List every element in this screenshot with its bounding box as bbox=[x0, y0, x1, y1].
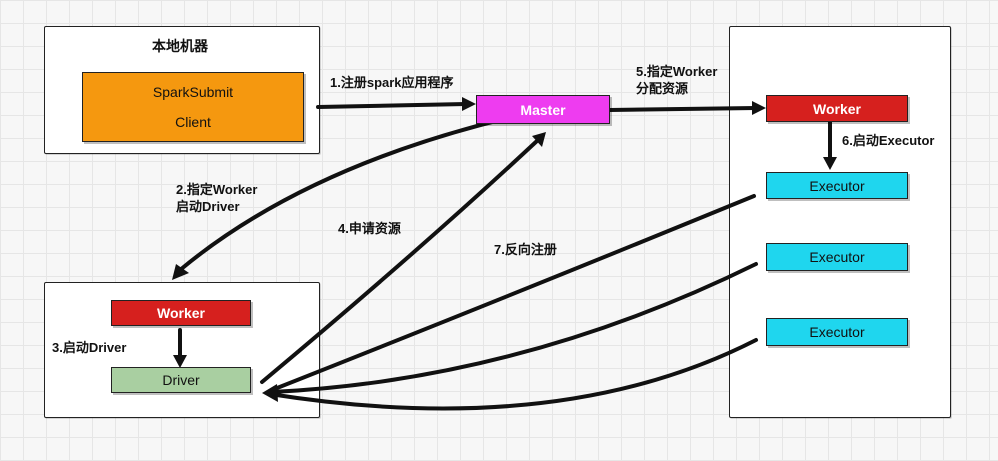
step-2-label-line1: 2.指定Worker bbox=[176, 182, 258, 197]
arrowhead-reverse-register bbox=[262, 384, 278, 402]
arrow-launch-driver bbox=[178, 118, 502, 272]
arrow-assign-worker bbox=[608, 106, 758, 112]
arrowhead-launch-driver bbox=[172, 264, 189, 280]
step-5-label-line1: 5.指定Worker bbox=[636, 64, 718, 79]
executor-box-1: Executor bbox=[766, 172, 908, 199]
step-7-label: 7.反向注册 bbox=[494, 242, 557, 257]
arrow-request-resources bbox=[260, 138, 540, 384]
executor-box-3: Executor bbox=[766, 318, 908, 346]
worker-box-cluster: Worker bbox=[766, 95, 908, 122]
arrow-reverse-register-2 bbox=[270, 262, 758, 394]
arrowhead-start-driver bbox=[173, 355, 187, 368]
step-5-label-line2: 分配资源 bbox=[636, 81, 689, 96]
arrow-register-app bbox=[316, 102, 468, 109]
driver-box: Driver bbox=[111, 367, 251, 393]
arrow-reverse-register-1 bbox=[270, 194, 756, 392]
spark-submit-client-box: SparkSubmit Client bbox=[82, 72, 304, 142]
step-4-label: 4.申请资源 bbox=[338, 221, 401, 236]
arrowhead-start-executor bbox=[823, 157, 837, 170]
step-2-label-line2: 启动Driver bbox=[176, 199, 240, 214]
worker-box-driver-node: Worker bbox=[111, 300, 251, 326]
arrowhead-register-app bbox=[462, 97, 476, 111]
step-3-label: 3.启动Driver bbox=[52, 340, 127, 355]
arrowhead-assign-worker bbox=[752, 101, 766, 115]
client-label: Client bbox=[175, 114, 211, 130]
step-1-label: 1.注册spark应用程序 bbox=[330, 75, 454, 90]
step-6-label: 6.启动Executor bbox=[842, 133, 935, 148]
executor-box-2: Executor bbox=[766, 243, 908, 271]
local-machine-title: 本地机器 bbox=[152, 38, 208, 54]
master-box: Master bbox=[476, 95, 610, 124]
worker-node-panel bbox=[729, 26, 951, 418]
arrowhead-request-resources bbox=[532, 132, 546, 147]
spark-submit-label: SparkSubmit bbox=[152, 84, 234, 100]
arrow-reverse-register-3 bbox=[268, 338, 758, 411]
